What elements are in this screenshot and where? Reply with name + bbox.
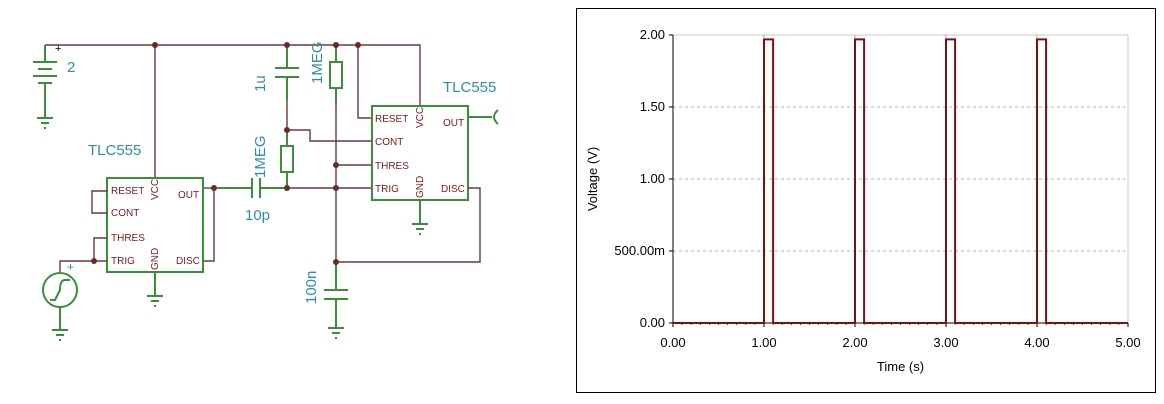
chip2-output-terminal: [468, 109, 499, 125]
cap-100n-label: 100n: [303, 271, 320, 304]
x-tick-label: 4.00: [1024, 335, 1049, 350]
x-tick-label: 3.00: [933, 335, 958, 350]
chip2-pin-reset: RESET: [375, 114, 408, 125]
chip1-name: TLC555: [88, 142, 141, 159]
voltage-trace: [673, 38, 1128, 324]
chip1-ground: [147, 272, 163, 307]
cont-wire: [287, 129, 372, 142]
chip2-pin-gnd: GND: [415, 176, 426, 198]
chip1-reset-cont-tie: [91, 190, 107, 214]
cap-1u-label: 1u: [252, 75, 269, 92]
chip2-name: TLC555: [443, 79, 496, 96]
chip1-pin-out: OUT: [178, 190, 199, 201]
chip2-pin-disc: DISC: [441, 184, 465, 195]
chip2-pin-cont: CONT: [375, 137, 403, 148]
chip1-pin-gnd: GND: [150, 248, 161, 270]
x-tick-label: 5.00: [1115, 335, 1140, 350]
source-plus-sign: +: [67, 260, 74, 274]
y-axis-label: Voltage (V): [585, 147, 600, 211]
source-wire: [59, 260, 94, 272]
resistor-mid-1meg: [280, 130, 294, 188]
y-tick-label: 2.00: [640, 27, 665, 42]
capacitor-10p: [218, 178, 287, 198]
chip1-pin-disc: DISC: [176, 256, 200, 267]
junction-dots: [91, 42, 361, 265]
reset-wire: [357, 45, 372, 119]
chip1-thres-trig-tie: [93, 237, 107, 262]
y-tick-label: 1.00: [640, 171, 665, 186]
resistor-mid-label: 1MEG: [252, 135, 269, 178]
battery-value-label: 2: [67, 59, 75, 76]
y-tick-label: 500.00m: [614, 243, 665, 258]
chip1-disc-wire: [204, 188, 215, 262]
chip2-pin-vcc: VCC: [415, 107, 426, 128]
chip1-pin-reset: RESET: [111, 186, 144, 197]
signal-source-symbol: [42, 272, 78, 341]
chip2-pin-out: OUT: [443, 118, 464, 129]
chip1-pin-vcc: VCC: [150, 179, 161, 200]
y-tick-label: 0.00: [640, 315, 665, 330]
x-tick-label: 0.00: [660, 335, 685, 350]
voltage-time-chart: 0.00 1.00 2.00 3.00 4.00 5.00 0.00 500.00m 1.00 1…: [585, 27, 1141, 374]
chip2-body: [371, 105, 469, 201]
cap-10p-label: 10p: [245, 207, 270, 224]
x-tick-label: 2.00: [842, 335, 867, 350]
resistor-top-1meg: [329, 45, 343, 105]
x-axis-label: Time (s): [877, 359, 924, 374]
voltage-plot-panel: 0.00 1.00 2.00 3.00 4.00 5.00 0.00 500.00m 1.00 1…: [576, 8, 1156, 393]
battery-symbol: [33, 45, 57, 129]
chip1-pin-trig: TRIG: [111, 256, 135, 267]
chip1-pin-thres: THRES: [111, 233, 145, 244]
circuit-schematic: + 2 1u 1MEG 1MEG 10p TLC555 RESET: [33, 41, 499, 341]
top-rail-wire: [45, 44, 421, 106]
resistor-top-label: 1MEG: [309, 41, 326, 84]
y-tick-label: 1.50: [640, 99, 665, 114]
chip2-ground: [412, 200, 428, 235]
chip2-pin-thres: THRES: [375, 161, 409, 172]
chip2-pin-trig: TRIG: [375, 184, 399, 195]
battery-plus-sign: +: [55, 43, 61, 55]
chip1-pin-cont: CONT: [111, 208, 139, 219]
chip2-disc-wire: [336, 187, 481, 263]
chip1-body: [106, 177, 204, 273]
x-tick-label: 1.00: [751, 335, 776, 350]
capacitor-100n: [324, 262, 348, 339]
capacitor-1u: [275, 45, 299, 100]
